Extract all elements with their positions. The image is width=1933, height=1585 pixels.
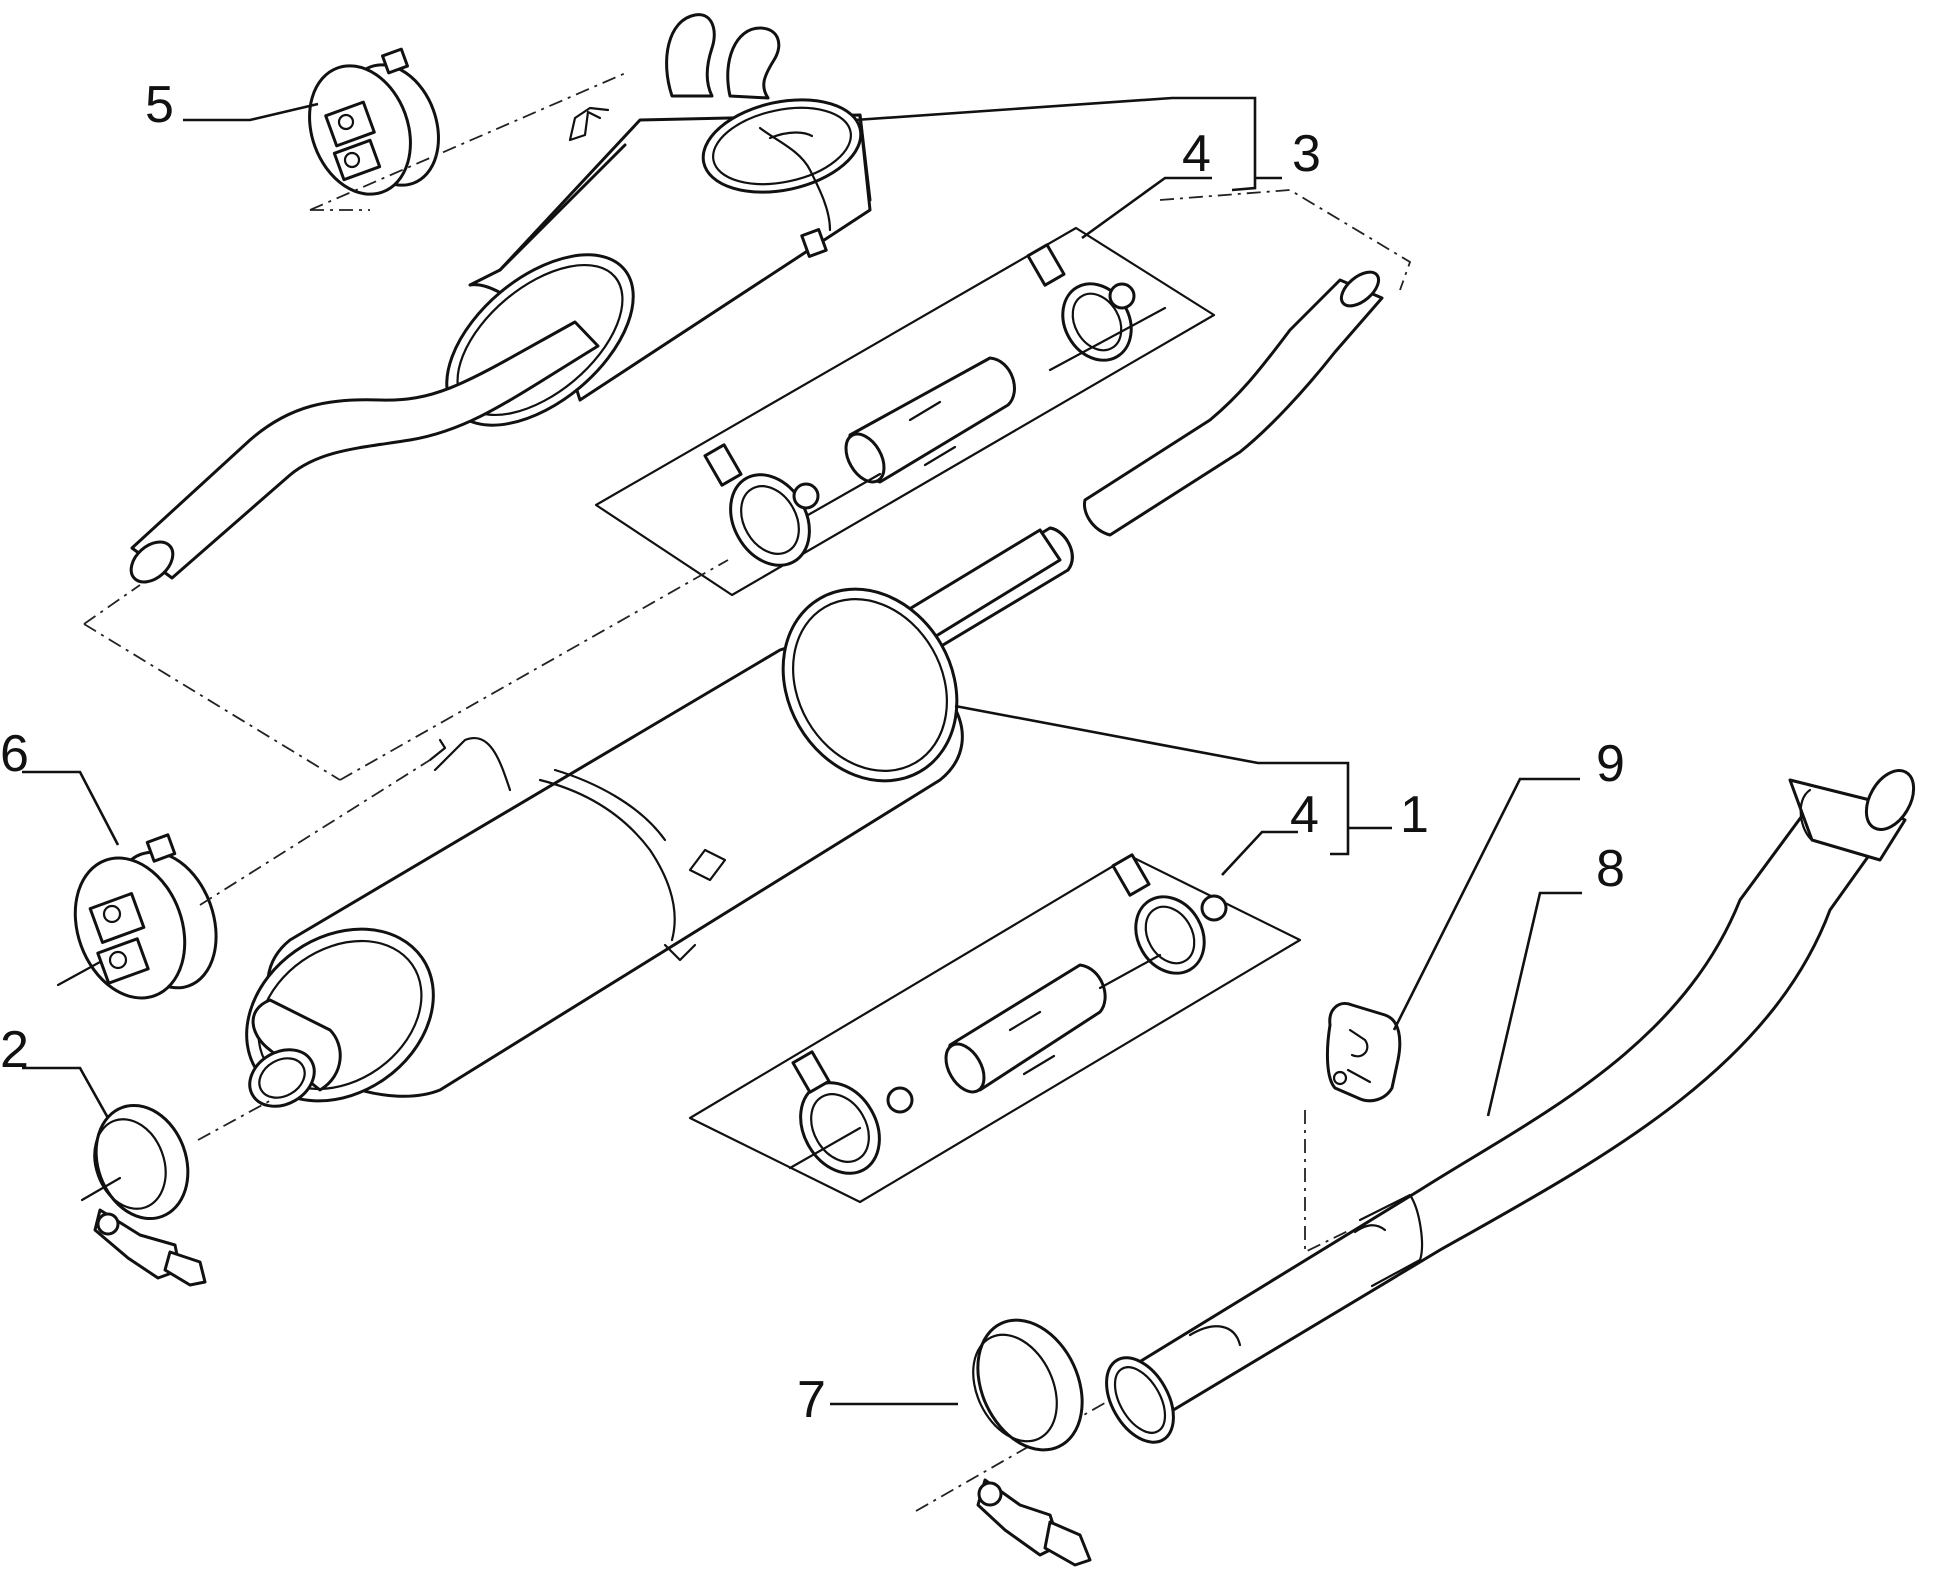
callout-labels: 1 2 3 4 4 5 6 7 8 9: [0, 76, 1625, 1429]
clamp-rear: [972, 1318, 1092, 1567]
callout-3: 3: [1292, 125, 1321, 183]
callout-1: 1: [1400, 786, 1429, 844]
clamp-front: [93, 1103, 207, 1287]
callout-8: 8: [1596, 840, 1625, 898]
main-muffler-assembly: [245, 528, 1062, 1108]
hanger-rubber-lower: [73, 833, 218, 1000]
callout-7: 7: [797, 1371, 826, 1429]
callout-4-lower: 4: [1290, 786, 1319, 844]
callout-4-upper: 4: [1182, 125, 1211, 183]
callout-9: 9: [1596, 735, 1625, 793]
clamp-kit-upper: [594, 226, 1216, 597]
front-pipe: [1105, 769, 1916, 1444]
leader-lines: [22, 96, 1582, 1406]
callout-6: 6: [0, 725, 29, 783]
rear-muffler-assembly: [129, 13, 872, 584]
rubber-hanger-front-pipe: [1325, 1002, 1402, 1103]
clamp-kit-lower: [688, 853, 1302, 1204]
callout-5: 5: [145, 76, 174, 134]
callout-2: 2: [0, 1021, 29, 1079]
hanger-rubber-upper: [308, 47, 440, 196]
